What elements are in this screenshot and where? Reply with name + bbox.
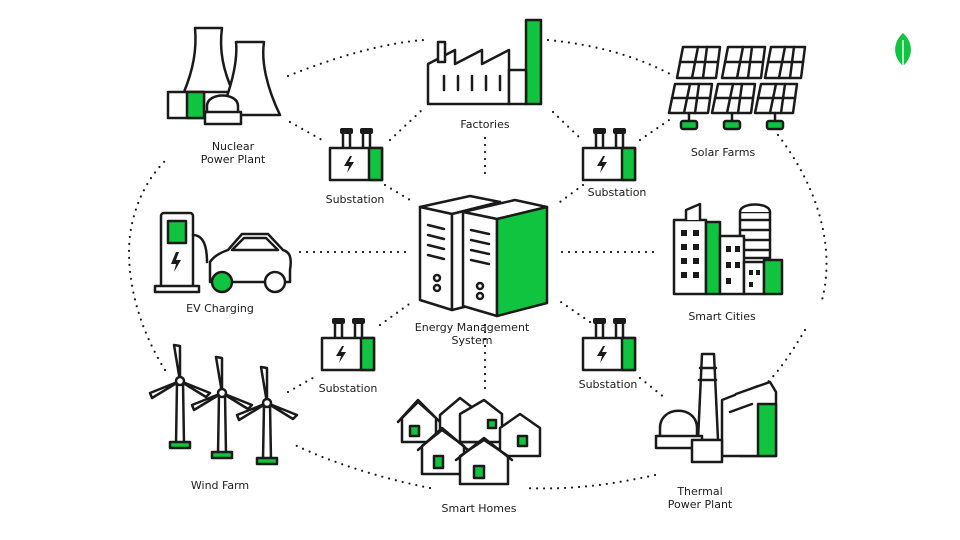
solar-farms-label: Solar Farms — [690, 146, 756, 159]
wind-farm-label: Wind Farm — [190, 479, 250, 492]
smart-city-icon — [672, 202, 784, 296]
electric-car-icon — [208, 232, 292, 294]
leaf-icon — [895, 33, 911, 68]
solar-panels-icon — [667, 45, 807, 131]
factory-icon — [426, 18, 543, 106]
substation-icon-top-left — [328, 128, 384, 182]
substation-label-top-left: Substation — [325, 193, 385, 206]
ev-charger-icon — [153, 211, 209, 294]
spoke-connectors — [286, 108, 674, 400]
energy-management-servers-icon — [418, 194, 549, 318]
substation-icon-top-right — [581, 128, 637, 182]
wind-turbines-icon — [148, 343, 299, 466]
substation-label-bottom-left: Substation — [318, 382, 378, 395]
substation-icon-bottom-right — [581, 318, 637, 372]
substation-label-bottom-right: Substation — [578, 378, 638, 391]
substation-label-top-right: Substation — [587, 186, 647, 199]
outer-ring-connectors — [127, 38, 828, 490]
substation-icon-bottom-left — [320, 318, 376, 372]
smart-homes-label: Smart Homes — [441, 502, 517, 515]
smart-cities-label: Smart Cities — [688, 310, 756, 323]
nuclear-plant-icon — [166, 26, 282, 126]
factories-label: Factories — [460, 118, 510, 131]
smart-homes-icon — [396, 396, 542, 486]
ev-charging-label: EV Charging — [186, 302, 254, 315]
energy-management-label: Energy Management System — [414, 321, 530, 347]
thermal-plant-label: Thermal Power Plant — [667, 485, 733, 511]
nuclear-plant-label: Nuclear Power Plant — [200, 140, 266, 166]
thermal-plant-icon — [654, 352, 778, 464]
